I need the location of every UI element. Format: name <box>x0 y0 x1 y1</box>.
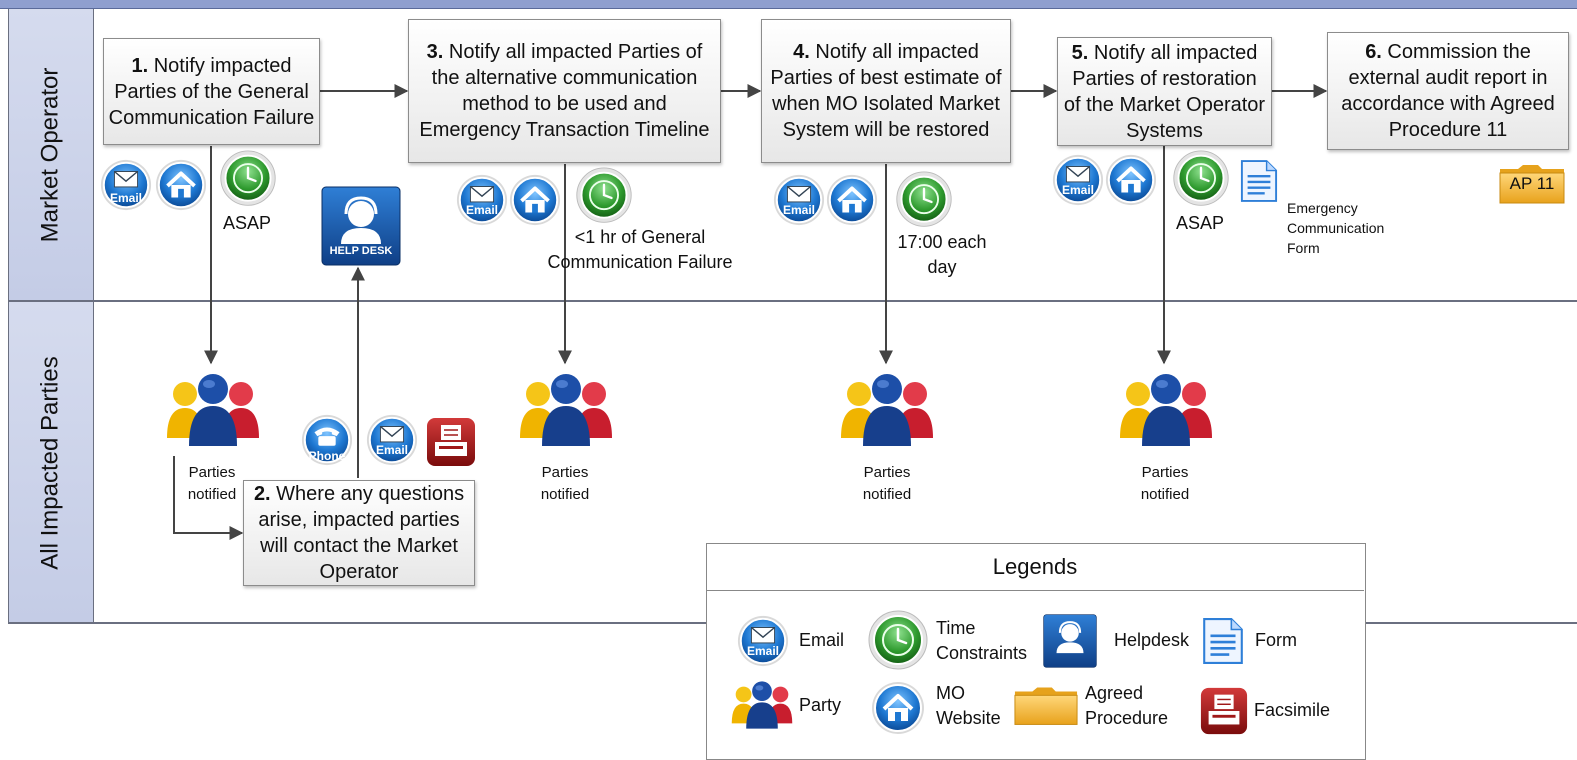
top-header-bar <box>0 0 1577 9</box>
legend-email: Email <box>799 630 845 650</box>
home-icon <box>825 173 879 227</box>
form-icon <box>1202 617 1244 665</box>
step-3-label: Notify all impacted Parties of the alter… <box>419 41 710 141</box>
email-icon-caption: Email <box>782 203 815 217</box>
home-icon <box>1104 153 1158 207</box>
legend-fax: Facsimile <box>1254 700 1331 720</box>
email-icon-caption: Email <box>109 191 142 205</box>
party-icon <box>516 372 616 448</box>
timing-step-3: <1 hr of General Communication Failure <box>547 227 733 272</box>
helpdesk-icon <box>1043 614 1097 668</box>
step-2-text: 2. Where any questions arise, impacted p… <box>248 481 470 585</box>
lane-label-impacted-parties: All Impacted Parties <box>8 302 94 624</box>
clock-icon <box>894 171 954 231</box>
parties-notified-5: Parties notified <box>1140 464 1190 503</box>
fax-icon <box>425 416 477 468</box>
email-icon <box>1051 153 1105 207</box>
step-3-text: 3. Notify all impacted Parties of the al… <box>413 39 716 143</box>
clock-icon <box>866 610 930 674</box>
party-icon <box>729 680 795 730</box>
legend-helpdesk: Helpdesk <box>1114 630 1190 650</box>
timing-step-4: 17:00 each day <box>897 232 987 277</box>
home-icon <box>508 173 562 227</box>
legend-form: Form <box>1255 630 1297 650</box>
email-icon-caption: Email <box>465 203 498 217</box>
party-icon <box>1116 372 1216 448</box>
form-caption: Emergency Communication Form <box>1287 200 1385 256</box>
step-3-number: 3. <box>426 41 444 63</box>
step-1-box: 1. Notify impacted Parties of the Genera… <box>103 38 320 145</box>
step-4-label: Notify all impacted Parties of best esti… <box>770 41 1002 141</box>
email-icon-caption: Email <box>375 443 408 457</box>
phone-icon-caption: Phone <box>308 449 346 463</box>
legend-website: MO Website <box>936 683 1001 728</box>
timing-step-1: ASAP <box>222 213 272 233</box>
legend-party: Party <box>799 695 842 715</box>
step-4-box: 4. Notify all impacted Parties of best e… <box>761 19 1011 163</box>
parties-notified-4: Parties notified <box>862 464 912 503</box>
step-2-label: Where any questions arise, impacted part… <box>258 483 465 583</box>
step-6-number: 6. <box>1365 41 1382 63</box>
parties-notified-3: Parties notified <box>540 464 590 503</box>
step-5-label: Notify all impacted Parties of restorati… <box>1063 41 1266 142</box>
clock-icon <box>218 150 278 210</box>
step-5-box: 5. Notify all impacted Parties of restor… <box>1057 37 1272 146</box>
lane-label-market-operator: Market Operator <box>8 9 94 301</box>
legend-time: Time Constraints <box>936 618 1028 663</box>
step-1-label: Notify impacted Parties of the General C… <box>108 54 315 129</box>
fax-icon <box>1199 686 1249 736</box>
email-icon <box>455 173 509 227</box>
party-icon <box>837 372 937 448</box>
timing-step-5: ASAP <box>1175 213 1225 233</box>
step-2-number: 2. <box>253 483 271 505</box>
step-5-text: 5. Notify all impacted Parties of restor… <box>1062 40 1267 144</box>
legend-title: Legends <box>706 543 1364 591</box>
email-icon <box>365 413 419 467</box>
step-1-number: 1. <box>131 54 149 77</box>
step-5-number: 5. <box>1071 41 1089 64</box>
step-6-text: 6. Commission the external audit report … <box>1332 39 1564 143</box>
parties-notified-1: Parties notified <box>187 464 237 503</box>
home-icon <box>154 158 208 212</box>
party-icon <box>163 372 263 448</box>
folder-icon <box>1013 685 1079 727</box>
email-icon <box>772 173 826 227</box>
folder-icon-caption: AP 11 <box>1509 174 1555 193</box>
email-icon <box>736 614 790 668</box>
lane-bottom-border-right <box>1364 622 1577 624</box>
lane-divider <box>8 300 1577 302</box>
step-6-box: 6. Commission the external audit report … <box>1327 32 1569 150</box>
step-4-number: 4. <box>793 41 810 63</box>
email-icon-caption: Email <box>746 644 779 658</box>
step-6-label: Commission the external audit report in … <box>1341 41 1555 141</box>
step-1-text: 1. Notify impacted Parties of the Genera… <box>108 53 315 131</box>
lane-left-border <box>8 9 9 624</box>
clock-icon <box>574 167 634 227</box>
step-4-text: 4. Notify all impacted Parties of best e… <box>766 39 1006 143</box>
step-3-box: 3. Notify all impacted Parties of the al… <box>408 19 721 163</box>
lane-bottom-border <box>8 622 706 624</box>
arrow-parties-to-2 <box>173 456 244 540</box>
clock-icon <box>1171 150 1231 210</box>
helpdesk-icon-caption: HELP DESK <box>329 245 393 257</box>
step-2-box: 2. Where any questions arise, impacted p… <box>243 480 475 586</box>
email-icon-caption: Email <box>1061 183 1094 197</box>
home-icon <box>870 680 926 736</box>
form-icon <box>1240 159 1278 203</box>
legend-agreed: Agreed Procedure <box>1085 683 1169 728</box>
